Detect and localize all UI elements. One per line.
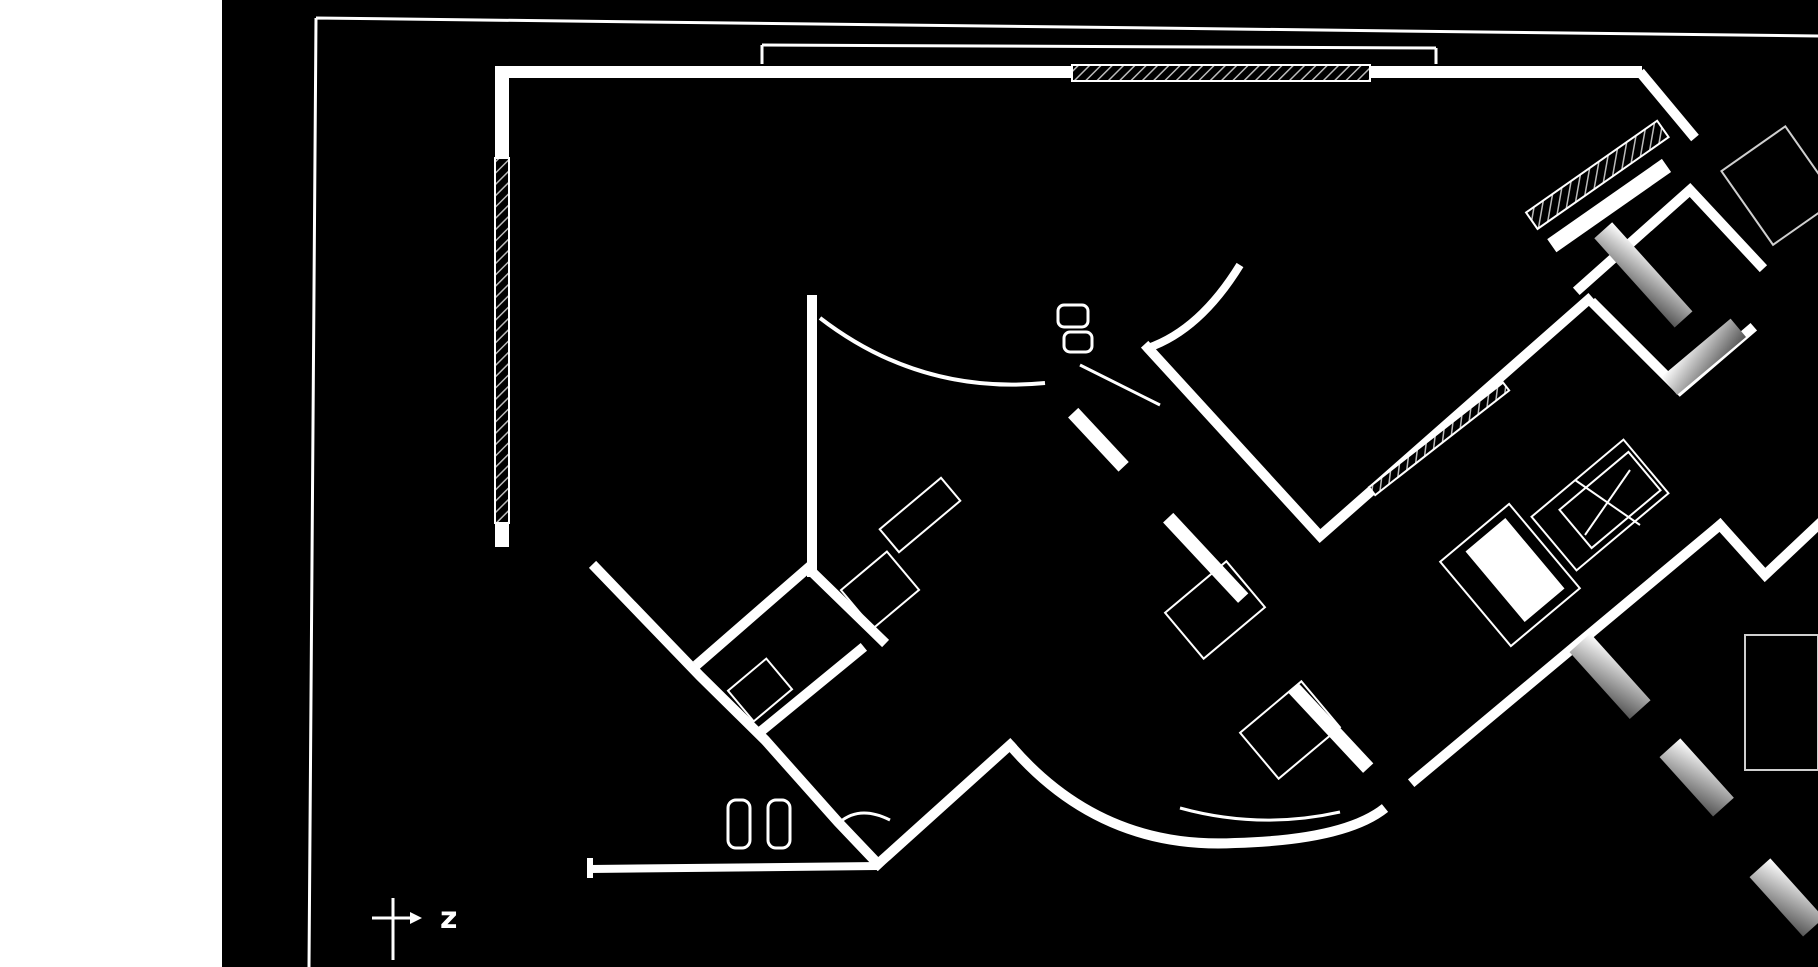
right-shaded-blocks: [1569, 124, 1818, 937]
north-arrow-label: z: [440, 901, 457, 936]
drawing-sheet: [222, 0, 1818, 967]
bottom-boundary-wall: [587, 858, 879, 878]
furniture-elements: [726, 438, 1670, 781]
corridor-glazing: [1068, 119, 1672, 773]
north-arrow: z: [372, 898, 457, 960]
left-boundary-wall: [494, 66, 510, 547]
top-boundary-wall: [497, 43, 1699, 142]
sheet-border: [307, 16, 1818, 967]
left-margin: [0, 0, 222, 967]
curved-walls: [818, 262, 1389, 849]
sanitary-fixtures: [726, 303, 1161, 850]
